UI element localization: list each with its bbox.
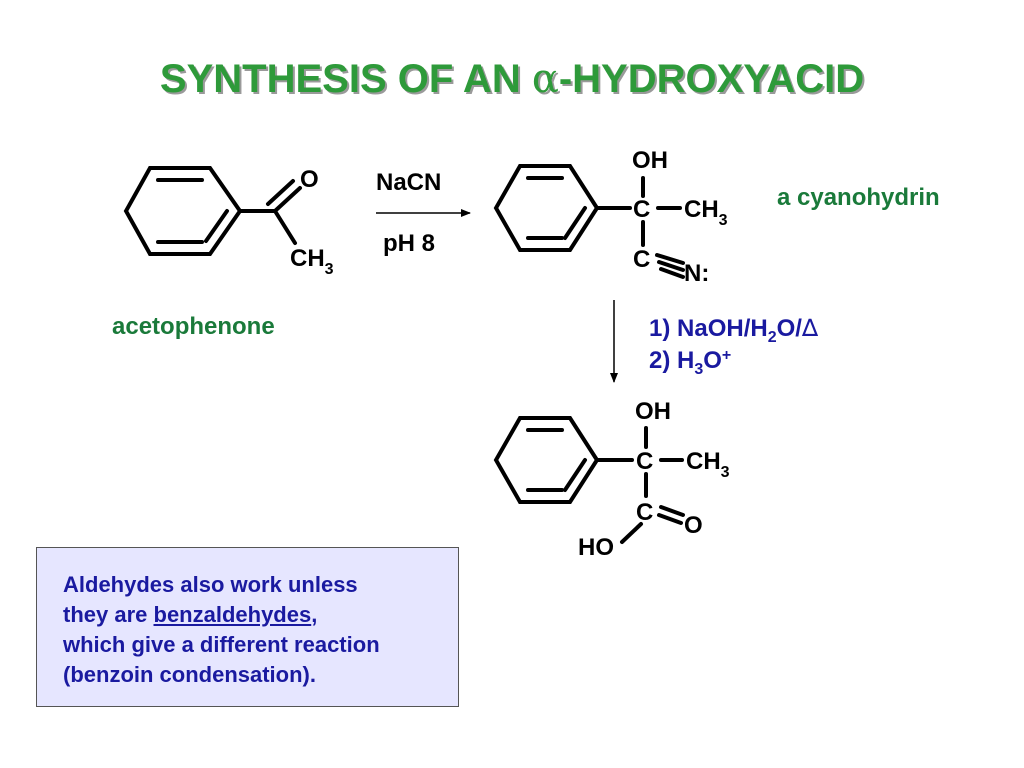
nitrile-triple-c <box>659 267 685 279</box>
hydroxyacid-carboxyl-o-label: O <box>684 512 703 539</box>
note-box: Aldehydes also work unless they are benz… <box>36 547 459 707</box>
step2-line1: 1) NaOH/H2O/∆ <box>649 314 819 346</box>
nitrile-triple-a <box>655 253 685 265</box>
carboxyl-double-b <box>657 513 683 525</box>
nitrile-triple-b <box>657 260 685 272</box>
carbonyl-double-bond-a <box>273 186 302 213</box>
carboxyl-to-ho-bond <box>620 522 643 544</box>
carbonyl-double-bond-b <box>266 179 295 206</box>
hydroxyacid-ho-label: HO <box>578 534 614 561</box>
cyanohydrin-oh-label: OH <box>632 147 668 174</box>
step2-line2: 2) H3O+ <box>649 347 731 378</box>
benzene-ring-2 <box>493 164 600 252</box>
title-alpha: α <box>531 56 559 102</box>
acetophenone-structure <box>123 166 302 256</box>
note-line-4: (benzoin condensation). <box>63 662 316 687</box>
cyanohydrin-nitrile-n-label: N: <box>684 260 709 287</box>
hydroxyacid-ch3-label: CH3 <box>686 448 730 481</box>
benzene-ring-3 <box>493 416 600 504</box>
hydroxyacid-c-label: C <box>636 448 653 475</box>
reagent-nacn: NaCN <box>376 169 441 196</box>
acetophenone-ch3-label: CH3 <box>290 245 334 278</box>
title-suffix: -HYDROXYACID <box>558 57 865 101</box>
title-text: SYNTHESIS OF AN <box>159 57 532 101</box>
cyanohydrin-structure <box>493 164 685 279</box>
note-line-1: Aldehydes also work unless <box>63 572 358 597</box>
hydroxyacid-structure <box>493 416 685 544</box>
slide-title: SYNTHESIS OF AN α-HYDROXYACID <box>0 56 1024 102</box>
acetophenone-o-label: O <box>300 166 319 193</box>
benzene-ring-1 <box>123 166 243 256</box>
benzaldehydes-link[interactable]: benzaldehydes <box>153 602 312 627</box>
condition-ph: pH 8 <box>383 230 435 257</box>
acetophenone-name: acetophenone <box>112 313 275 340</box>
carboxyl-double-a <box>659 505 685 517</box>
cyanohydrin-c-label: C <box>633 196 650 223</box>
cyanohydrin-name: a cyanohydrin <box>777 184 940 211</box>
note-line-3: which give a different reaction <box>63 632 380 657</box>
cyanohydrin-nitrile-c-label: C <box>633 246 650 273</box>
hydroxyacid-oh-label: OH <box>635 398 671 425</box>
cyanohydrin-ch3-label: CH3 <box>684 196 728 229</box>
note-line-2: they are benzaldehydes, <box>63 602 318 627</box>
carbonyl-to-methyl-bond <box>273 209 297 245</box>
hydroxyacid-carboxyl-c-label: C <box>636 499 653 526</box>
